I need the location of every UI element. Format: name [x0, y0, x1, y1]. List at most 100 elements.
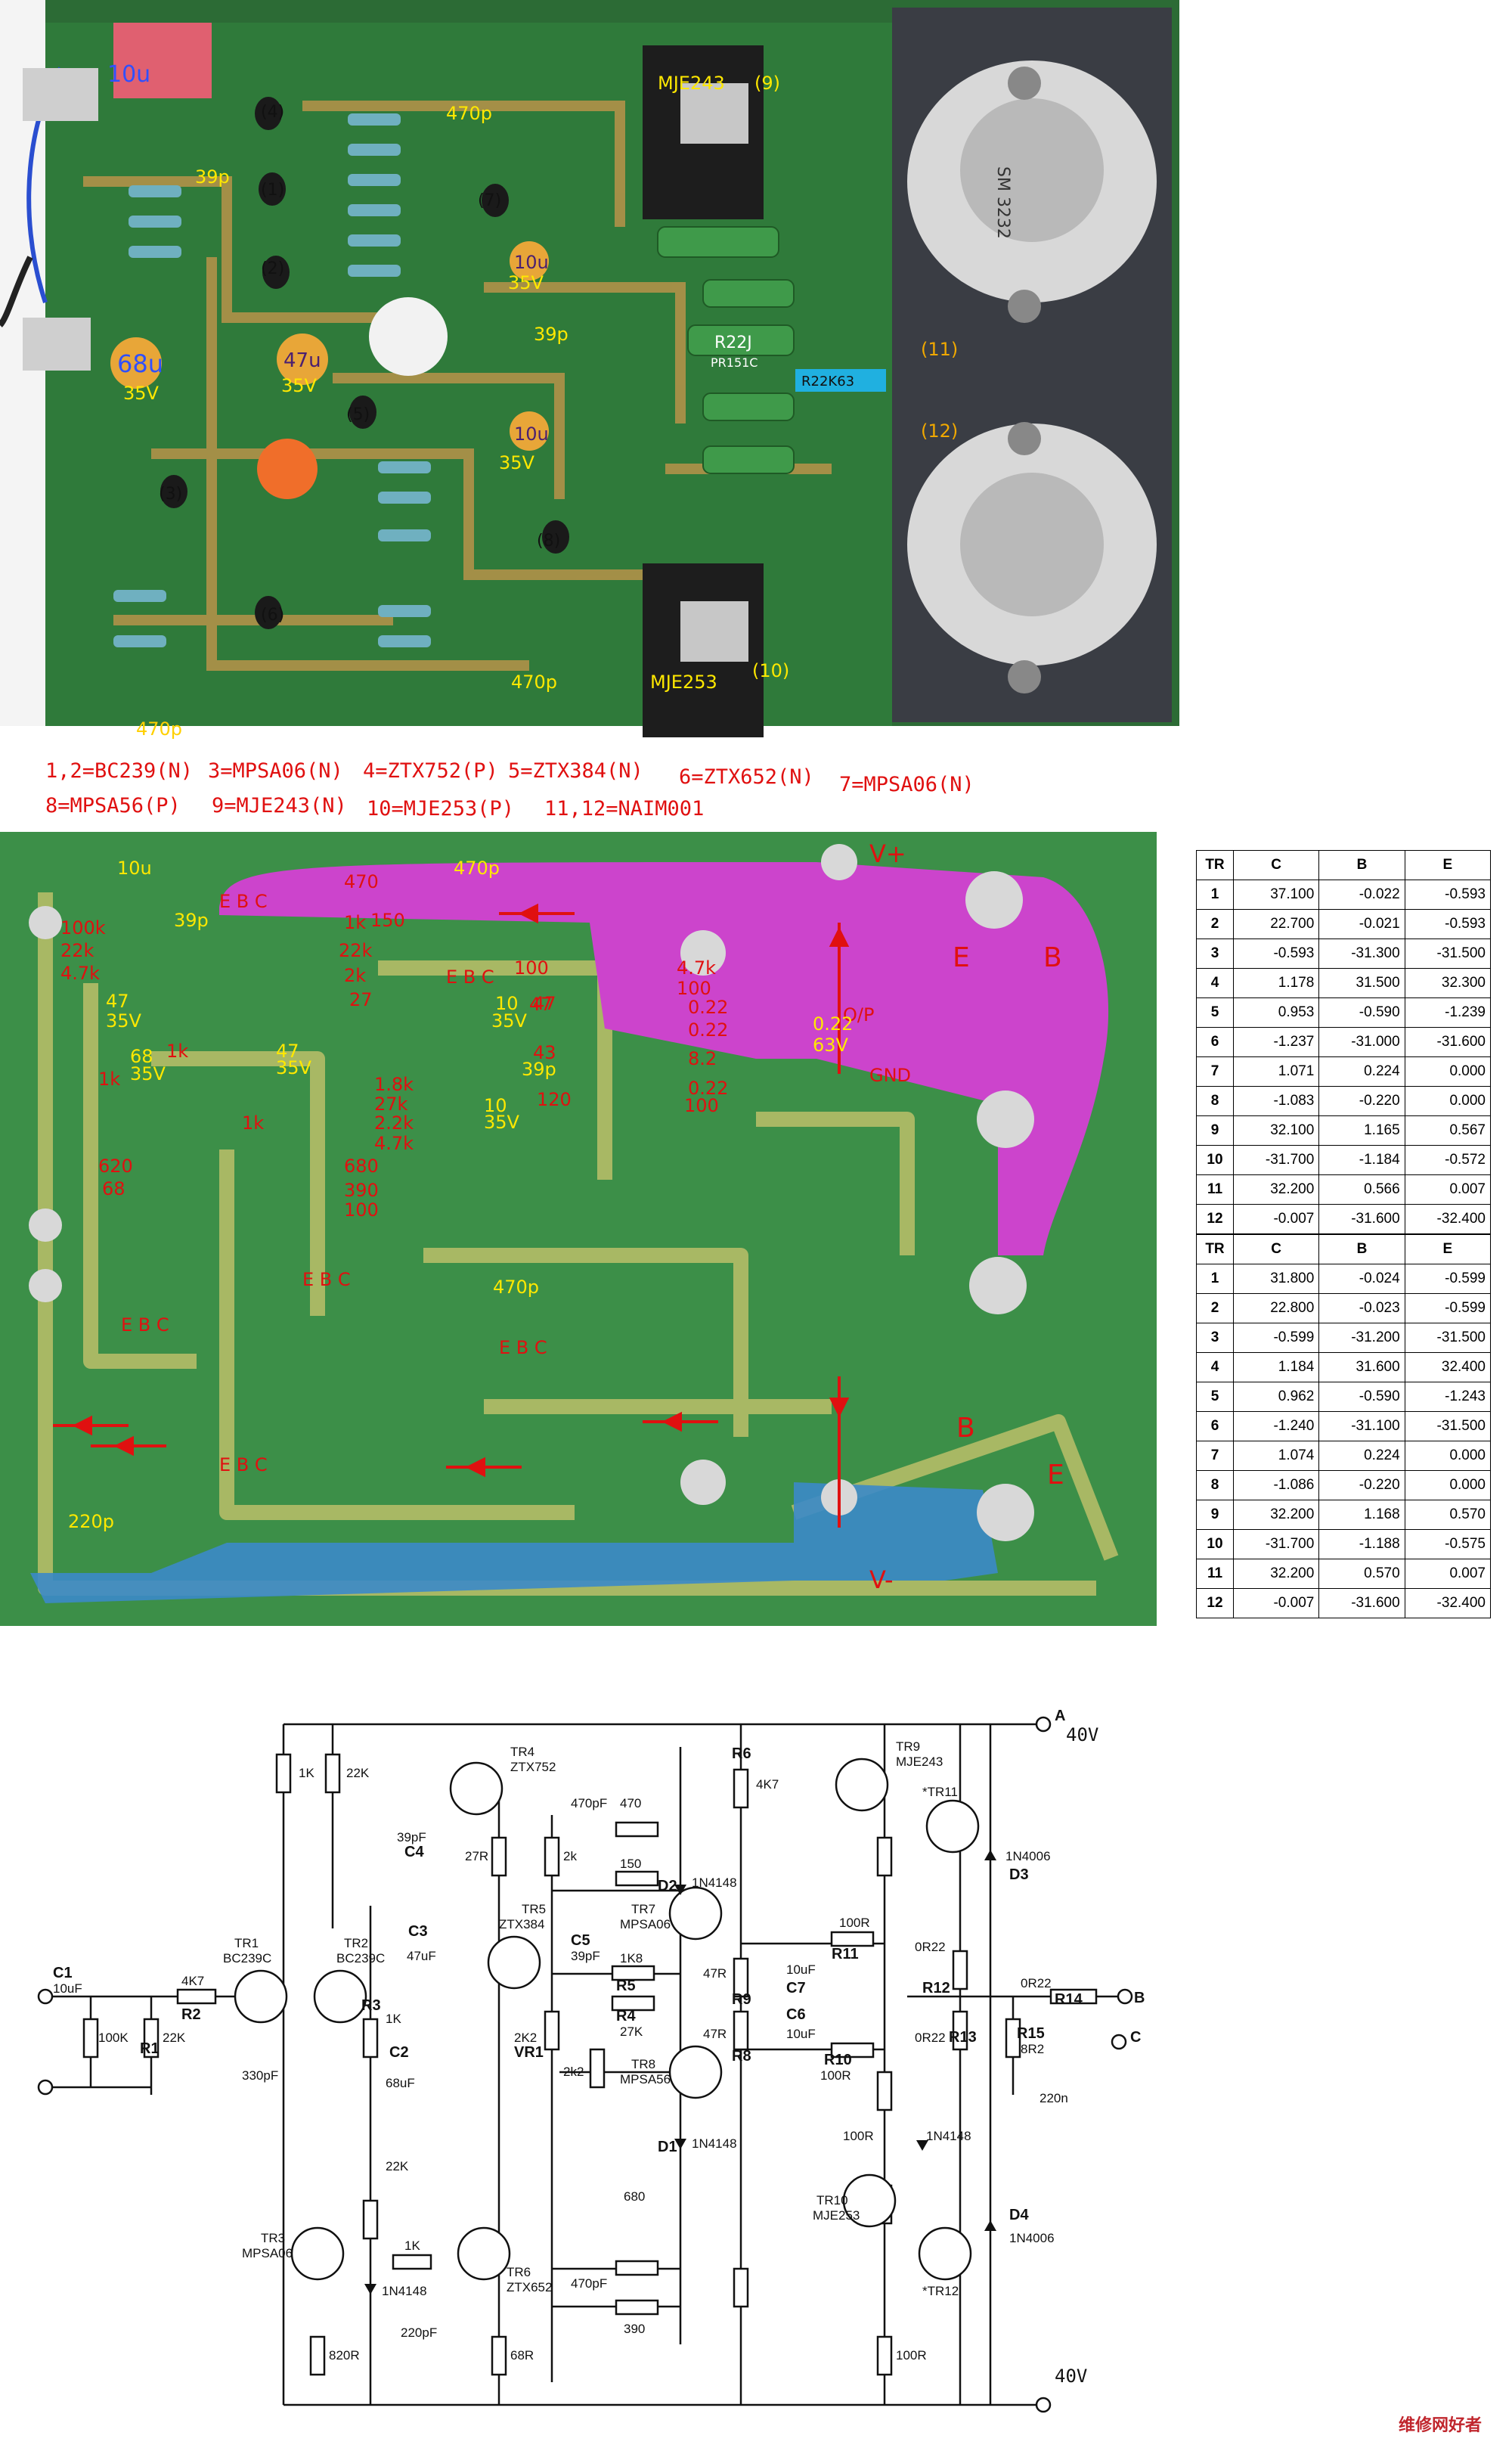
table-cell: 1.074	[1232, 1441, 1320, 1471]
legend-item: 10=MJE253(P)	[367, 797, 515, 821]
tr11-symbol	[925, 1799, 980, 1854]
layout-label: 27	[349, 989, 373, 1010]
table-header: TR	[1196, 1234, 1234, 1264]
table-cell: 0.953	[1232, 997, 1320, 1028]
tr8-symbol	[668, 2045, 723, 2099]
table-cell: 0.570	[1318, 1559, 1405, 1589]
sch-label: 22K	[346, 1766, 370, 1780]
layout-label: 0.22	[688, 997, 728, 1018]
sch-label: MJE243	[896, 1754, 943, 1769]
layout-label: B	[1043, 942, 1062, 973]
layout-label: E	[953, 942, 970, 973]
tr2-symbol	[313, 1969, 367, 2024]
layout-label: 22k	[339, 940, 373, 961]
sch-label: C3	[408, 1923, 428, 1940]
tr7-symbol	[668, 1886, 723, 1941]
table-cell: -1.184	[1318, 1145, 1405, 1175]
sch-label: R13	[949, 2029, 977, 2046]
table-cell: -0.599	[1404, 1293, 1492, 1323]
sch-label: R3	[361, 1997, 381, 2014]
photo-label-n2: (2)	[261, 259, 284, 278]
table-cell: 32.400	[1404, 1352, 1492, 1382]
photo-label-c39p-b: 39p	[534, 324, 569, 345]
legend-item: 9=MJE243(N)	[212, 794, 347, 818]
sch-label: ZTX652	[507, 2280, 552, 2294]
legend-item: 11,12=NAIM001	[544, 797, 705, 821]
table-cell: -1.086	[1232, 1470, 1320, 1500]
tr4-symbol	[449, 1761, 503, 1816]
tr12-symbol	[918, 2226, 972, 2281]
table-cell: -31.600	[1318, 1588, 1405, 1618]
output-connector	[23, 68, 98, 121]
legend-item: 5=ZTX384(N)	[508, 759, 643, 783]
table-cell: 5	[1196, 1382, 1234, 1412]
photo-label-n3: (3)	[159, 485, 182, 504]
layout-label: 1k	[166, 1041, 188, 1062]
photo-label-n5: (5)	[346, 405, 370, 424]
table-cell: 12	[1196, 1204, 1234, 1234]
sch-label: 1K8	[620, 1951, 643, 1965]
sch-label: 1N4148	[692, 1875, 737, 1890]
sch-label: R4	[616, 2008, 636, 2024]
sch-label: TR7	[631, 1902, 655, 1916]
layout-label: E	[1047, 1460, 1064, 1491]
table-cell: -31.300	[1318, 939, 1405, 969]
layout-label: V-	[869, 1565, 894, 1594]
photo-label-v35-c: 35V	[281, 375, 318, 396]
sch-label: 2k	[563, 1849, 577, 1863]
sch-label: R9	[732, 1991, 751, 2008]
sch-label: 220n	[1040, 2091, 1068, 2105]
pcb-layout: 470 1k 22k 2k 27 100k 22k 4.7k 47 1k 1k …	[0, 832, 1157, 1626]
sch-label: 27K	[620, 2024, 643, 2039]
table-cell: 6	[1196, 1027, 1234, 1057]
layout-label: 4.7k	[60, 963, 100, 984]
sch-label: 1N4006	[1005, 1849, 1051, 1863]
table-cell: 0.224	[1318, 1056, 1405, 1087]
sch-label: TR3	[261, 2231, 285, 2245]
table-cell: -1.237	[1232, 1027, 1320, 1057]
sch-label: 1K	[386, 2012, 401, 2026]
legend-item: 7=MPSA06(N)	[839, 773, 974, 796]
table-cell: -32.400	[1404, 1588, 1492, 1618]
sch-label: TR5	[522, 1902, 546, 1916]
table-cell: 7	[1196, 1056, 1234, 1087]
power-resistors	[657, 226, 795, 474]
table-cell: 0.007	[1404, 1559, 1492, 1589]
photo-label-c10u-b: 10u	[514, 252, 549, 273]
table-cell: 32.200	[1232, 1174, 1320, 1205]
sch-label: 390	[624, 2322, 645, 2336]
tr6-symbol	[457, 2226, 511, 2281]
photo-label-n6: (6)	[261, 606, 284, 625]
d1-symbol	[674, 2139, 686, 2149]
sch-label: 4K7	[756, 1777, 779, 1792]
transistor-legend: 1,2=BC239(N) 3=MPSA06(N) 4=ZTX752(P) 5=Z…	[45, 756, 1482, 828]
sch-label: 2k2	[563, 2065, 584, 2079]
layout-label: 120	[537, 1089, 572, 1110]
to3-transistor-11	[907, 60, 1157, 323]
photo-label-c470p-top: 470p	[446, 103, 492, 124]
layout-red-labels: 470 1k 22k 2k 27 100k 22k 4.7k 47 1k 1k …	[60, 839, 1064, 1594]
sch-label: TR2	[344, 1936, 368, 1950]
layout-label: 1k	[242, 1112, 264, 1134]
table-cell: -31.700	[1232, 1529, 1320, 1559]
sch-label: 100R	[839, 1916, 870, 1930]
cap-10u-box	[113, 23, 212, 98]
ebc-marker: E B C	[219, 891, 268, 912]
table-cell: -1.188	[1318, 1529, 1405, 1559]
layout-label: 100	[677, 978, 711, 999]
sch-label: 27R	[465, 1849, 488, 1863]
layout-label: 100k	[60, 917, 106, 939]
table-cell: -0.007	[1232, 1588, 1320, 1618]
photo-label-n1: (1)	[261, 181, 284, 200]
layout-label: 0.22	[813, 1013, 853, 1035]
table-cell: 4	[1196, 1352, 1234, 1382]
vplus-rail	[219, 862, 1109, 1255]
sch-label: 470pF	[571, 1796, 607, 1810]
table-cell: -31.700	[1232, 1145, 1320, 1175]
bottom-voltage: 40V	[1055, 2366, 1087, 2387]
table-cell: 11	[1196, 1559, 1234, 1589]
